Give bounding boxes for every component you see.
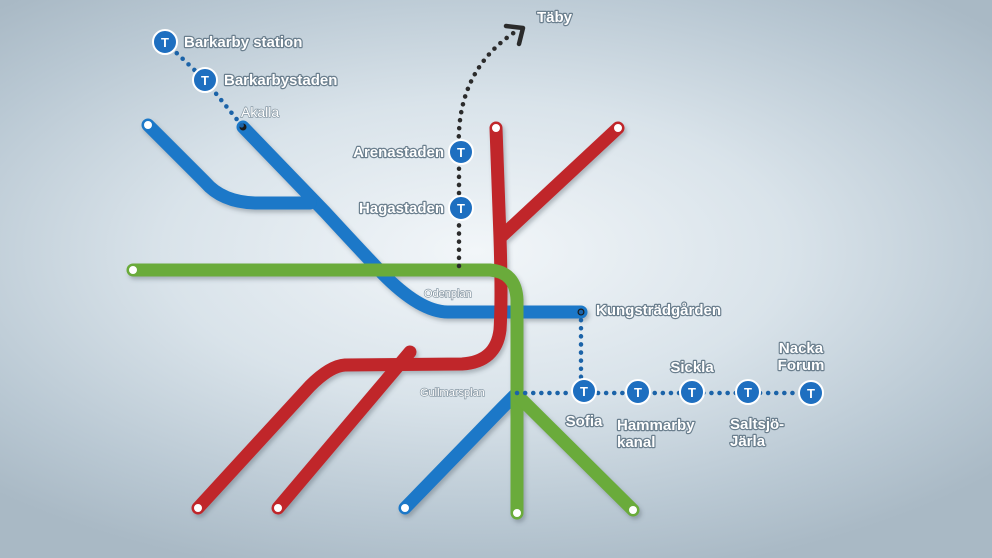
taby-arrow-icon bbox=[503, 23, 526, 47]
terminal-dot bbox=[274, 504, 282, 512]
label-hagastaden: Hagastaden bbox=[359, 200, 444, 217]
terminal-dot bbox=[129, 266, 137, 274]
label-gullmarsplan: Gullmarsplan bbox=[420, 387, 485, 399]
tunnelbana-t-icon bbox=[735, 379, 761, 405]
label-arenastaden: Arenastaden bbox=[353, 144, 444, 161]
label-barkarbystaden: Barkarbystaden bbox=[224, 72, 337, 89]
label-hammarby-kanal-line1: Hammarby bbox=[617, 417, 695, 434]
t-letter: T bbox=[744, 385, 752, 400]
terminal-dots bbox=[129, 121, 637, 517]
t-letter: T bbox=[634, 385, 642, 400]
label-nacka-forum-line1: Nacka bbox=[779, 340, 824, 357]
station-markers: T T T T T T T T bbox=[152, 29, 824, 406]
tunnelbana-t-icon bbox=[448, 139, 474, 165]
terminal-dot bbox=[401, 504, 409, 512]
station-barkarbystaden: T bbox=[192, 67, 218, 93]
t-letter: T bbox=[688, 385, 696, 400]
station-barkarby-station: T bbox=[152, 29, 178, 55]
red-line-southwest-branch bbox=[271, 345, 417, 515]
label-odenplan: Odenplan bbox=[424, 288, 472, 300]
t-letter: T bbox=[457, 145, 465, 160]
label-sickla: Sickla bbox=[670, 359, 714, 376]
label-kungstradgarden: Kungsträdgården bbox=[596, 302, 721, 319]
t-letter: T bbox=[161, 35, 169, 50]
red-line-northeast-branch bbox=[495, 121, 625, 243]
tunnelbana-t-icon bbox=[571, 378, 597, 404]
tunnelbana-t-icon bbox=[625, 379, 651, 405]
tunnelbana-t-icon bbox=[192, 67, 218, 93]
tunnelbana-t-icon bbox=[679, 379, 705, 405]
station-arenastaden: T bbox=[448, 139, 474, 165]
t-letter: T bbox=[457, 201, 465, 216]
terminal-dot bbox=[629, 506, 637, 514]
label-saltsjo-jarla-line1: Saltsjö- bbox=[730, 416, 784, 433]
tunnelbana-t-icon bbox=[798, 380, 824, 406]
terminal-dot bbox=[513, 509, 521, 517]
tunnelbana-t-icon bbox=[152, 29, 178, 55]
green-line-west bbox=[126, 263, 524, 520]
label-sofia: Sofia bbox=[566, 413, 603, 430]
t-letter: T bbox=[807, 386, 815, 401]
green-line-southeast-branch bbox=[510, 388, 640, 517]
station-saltsjo-jarla: T bbox=[735, 379, 761, 405]
label-hammarby-kanal-line2: kanal bbox=[617, 434, 655, 451]
t-letter: T bbox=[201, 73, 209, 88]
station-sofia: T bbox=[571, 378, 597, 404]
label-barkarby-station: Barkarby station bbox=[184, 34, 302, 51]
station-sickla: T bbox=[679, 379, 705, 405]
nacka-extension bbox=[514, 309, 815, 396]
label-taby: Täby bbox=[537, 9, 573, 26]
station-nacka-forum: T bbox=[798, 380, 824, 406]
label-nacka-forum-line2: Forum bbox=[778, 357, 825, 374]
terminal-dot bbox=[144, 121, 152, 129]
red-line-north-branch bbox=[191, 121, 508, 515]
station-hagastaden: T bbox=[448, 195, 474, 221]
label-saltsjo-jarla-line2: Järla bbox=[730, 433, 766, 450]
station-hammarby-kanal: T bbox=[625, 379, 651, 405]
terminal-dot bbox=[492, 124, 500, 132]
blue-line-south-branch bbox=[398, 387, 523, 515]
t-letter: T bbox=[580, 384, 588, 399]
label-akalla: Akalla bbox=[241, 104, 279, 120]
tunnelbana-t-icon bbox=[448, 195, 474, 221]
blue-line-west-branch bbox=[141, 118, 317, 210]
terminal-dot bbox=[614, 124, 622, 132]
terminal-dot bbox=[194, 504, 202, 512]
